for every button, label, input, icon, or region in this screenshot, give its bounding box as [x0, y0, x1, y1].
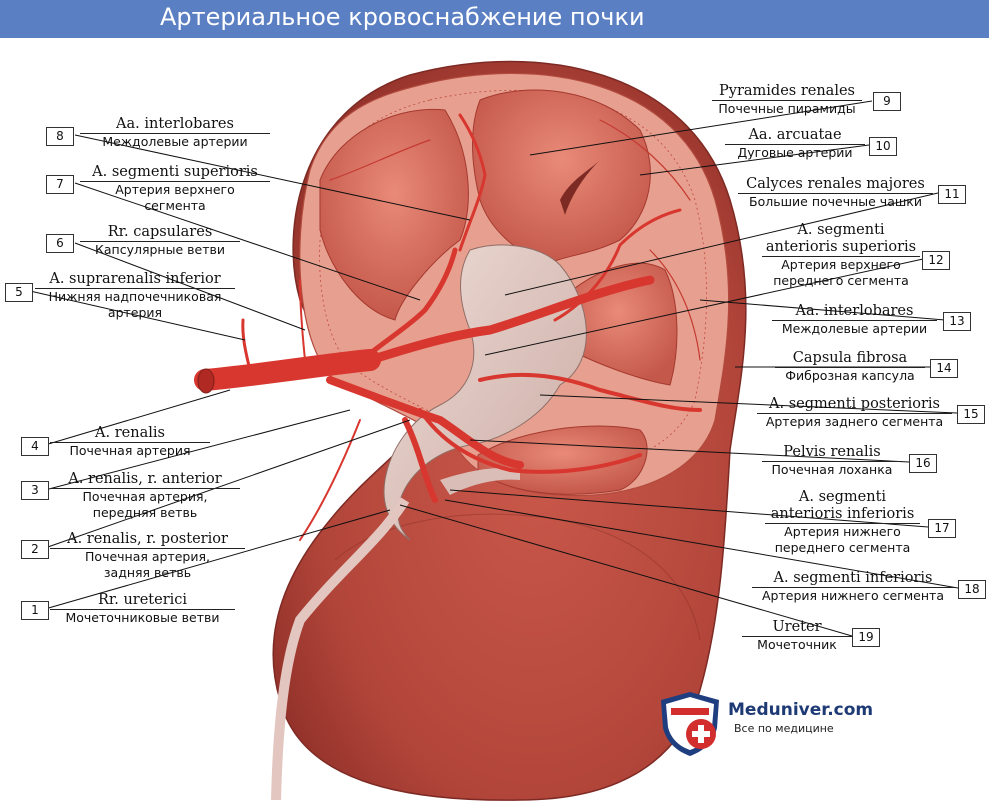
- label-capsula-fibrosa: Capsula fibrosa Фиброзная капсула: [775, 350, 925, 384]
- inferior-segment-artery: [402, 417, 438, 503]
- label-ureter: Ureter Мочеточник: [742, 619, 852, 653]
- label-arcuatae: Aa. arcuatae Дуговые артерии: [725, 127, 865, 161]
- label-renalis-posterior: A. renalis, r. posterior Почечная артери…: [50, 531, 245, 581]
- label-number: 19: [852, 628, 880, 647]
- label-segmenti-inferioris: A. segmenti inferioris Артерия нижнего с…: [752, 570, 954, 604]
- meduniver-logo[interactable]: Meduniver.com Все по медицине: [655, 688, 875, 758]
- label-segmenti-superioris: A. segmenti superioris Артерия верхнего …: [80, 164, 270, 214]
- label-number: 18: [958, 580, 986, 599]
- posterior-branch: [326, 376, 524, 469]
- label-number: 1: [21, 601, 49, 620]
- leader-lines: [29, 100, 959, 637]
- label-number: 14: [930, 359, 958, 378]
- label-capsulares: Rr. capsulares Капсулярные ветви: [80, 224, 240, 258]
- label-ureterici: Rr. ureterici Мочеточниковые ветви: [50, 592, 235, 626]
- label-number: 7: [46, 175, 74, 194]
- label-number: 9: [873, 92, 901, 111]
- label-renalis: A. renalis Почечная артерия: [50, 425, 210, 459]
- label-interlobares-left: Aa. interlobares Междолевые артерии: [80, 116, 270, 150]
- logo-name: Meduniver.com: [728, 700, 874, 720]
- label-number: 6: [46, 234, 74, 253]
- label-number: 10: [869, 137, 897, 156]
- label-number: 4: [21, 437, 49, 456]
- label-number: 15: [957, 405, 985, 424]
- suprarenal-inferior-artery: [241, 318, 252, 372]
- interlobar-artery-a: [458, 113, 487, 252]
- label-number: 16: [909, 454, 937, 473]
- arteries: [194, 113, 702, 541]
- label-number: 2: [21, 540, 49, 559]
- interlobar-artery-b: [553, 208, 682, 322]
- renal-pyramids: [319, 89, 678, 495]
- anterior-branch: [335, 275, 655, 375]
- superior-segment-artery: [352, 247, 458, 368]
- label-segmenti-posterioris: A. segmenti posterioris Артерия заднего …: [757, 396, 952, 430]
- label-number: 12: [922, 251, 950, 270]
- label-pelvis-renalis: Pelvis renalis Почечная лоханка: [762, 444, 902, 478]
- label-calyces: Calyces renales majores Большие почечные…: [738, 176, 933, 210]
- label-number: 5: [5, 283, 33, 302]
- shield-icon: [661, 692, 719, 756]
- label-number: 11: [938, 185, 966, 204]
- label-anterior-inferioris: A. segmenti anterioris inferioris Артери…: [765, 489, 920, 556]
- label-interlobares-right: Aa. interlobares Междолевые артерии: [772, 303, 937, 337]
- renal-artery-stump: [197, 368, 215, 394]
- label-pyramides: Pyramides renales Почечные пирамиды: [712, 83, 862, 117]
- label-number: 13: [943, 312, 971, 331]
- label-number: 17: [928, 519, 956, 538]
- inferior-anterior-artery: [418, 408, 642, 474]
- label-number: 3: [21, 481, 49, 500]
- label-renalis-anterior: A. renalis, r. anterior Почечная артерия…: [50, 471, 240, 521]
- posterior-segment-artery: [478, 372, 702, 412]
- ureteric-branch: [299, 419, 361, 541]
- label-suprarenalis-inferior: A. suprarenalis inferior Нижняя надпочеч…: [35, 271, 235, 321]
- capsular-branch: [299, 279, 306, 361]
- logo-tagline: Все по медицине: [734, 722, 834, 735]
- label-number: 8: [46, 127, 74, 146]
- title-banner: Артериальное кровоснабжение почки: [0, 0, 989, 38]
- label-anterior-superioris: A. segmenti anterioris superioris Артери…: [762, 222, 920, 289]
- page-title: Артериальное кровоснабжение почки: [160, 3, 645, 31]
